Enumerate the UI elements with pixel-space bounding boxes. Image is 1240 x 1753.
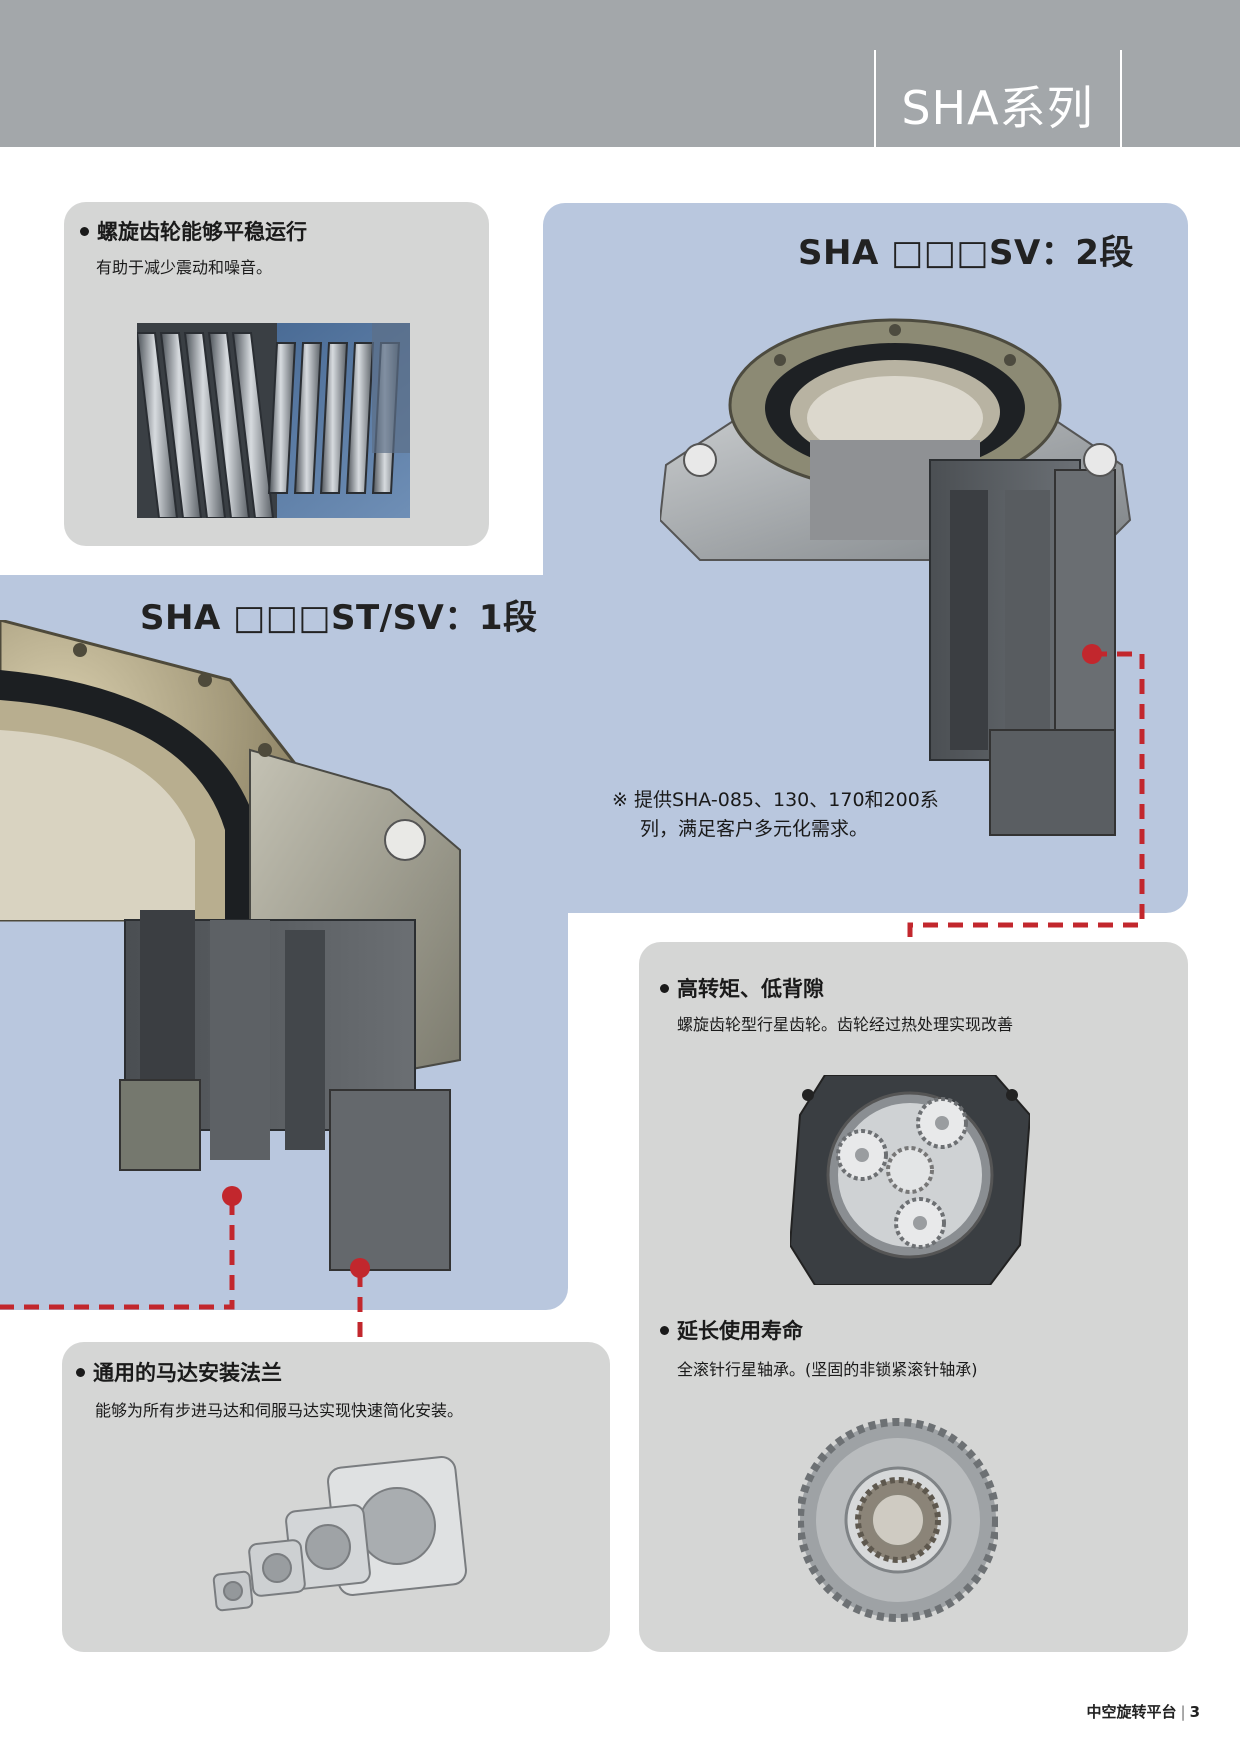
one-stage-marker-dot-left: [222, 1186, 242, 1206]
helical-title: 螺旋齿轮能够平稳运行: [80, 216, 307, 246]
one-stage-model-title: SHA □□□ST/SV：1段: [140, 598, 538, 638]
motor-flange-set-illustration: [205, 1450, 475, 1635]
two-stage-model-title: SHA □□□SV：2段: [798, 233, 1134, 273]
series-title: SHA系列: [901, 81, 1094, 135]
one-stage-marker-dot-right: [350, 1258, 370, 1278]
two-stage-marker-dot: [1082, 644, 1102, 664]
helical-desc: 有助于减少震动和噪音。: [96, 258, 273, 277]
one-stage-cutaway-illustration: [0, 620, 470, 1310]
helical-gear-photo: [137, 323, 410, 518]
flange-title: 通用的马达安装法兰: [76, 1357, 282, 1387]
header-band: [0, 0, 1240, 147]
flange-desc: 能够为所有步进马达和伺服马达实现快速简化安装。: [95, 1401, 464, 1420]
torque-title: 高转矩、低背隙: [660, 973, 824, 1003]
life-title: 延长使用寿命: [660, 1315, 803, 1345]
header-divider-left: [874, 50, 876, 147]
footer-separator: |: [1180, 1703, 1186, 1721]
footer: 中空旋转平台|3: [1086, 1701, 1200, 1722]
page-number: 3: [1189, 1703, 1200, 1721]
planetary-gear-illustration: [790, 1075, 1030, 1285]
needle-bearing-gear-illustration: [798, 1410, 998, 1630]
two-stage-note-line1: ※ 提供SHA-085、130、170和200系: [612, 789, 939, 811]
torque-desc: 螺旋齿轮型行星齿轮。齿轮经过热处理实现改善: [677, 1015, 1014, 1034]
red-dashed-connectors: [0, 651, 1145, 1345]
two-stage-cutaway-illustration: [660, 300, 1140, 840]
life-desc: 全滚针行星轴承。(坚固的非锁紧滚针轴承): [677, 1360, 978, 1379]
footer-label: 中空旋转平台: [1086, 1703, 1177, 1721]
two-stage-note-line2: 列，满足客户多元化需求。: [640, 818, 869, 840]
header-divider-right: [1120, 50, 1122, 147]
